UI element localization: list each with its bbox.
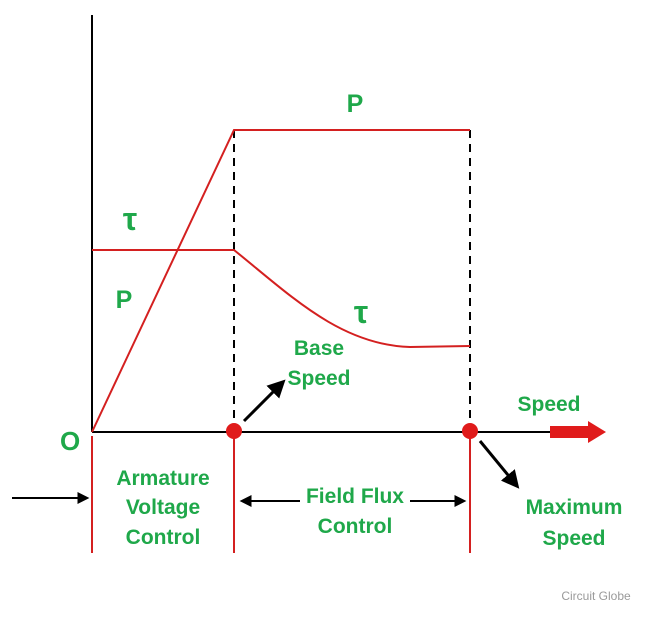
power-label-left: P: [116, 286, 133, 314]
torque-curve: [92, 249, 471, 349]
max-speed-marker: [462, 423, 478, 439]
armature-label-line2: Voltage: [126, 496, 200, 519]
field-flux-label-line2: Control: [318, 515, 393, 538]
max-speed-label-line2: Speed: [542, 527, 605, 550]
armature-label-line1: Armature: [116, 467, 209, 490]
base-speed-label-line2: Speed: [287, 367, 350, 390]
power-label-top: P: [347, 90, 364, 118]
x-axis-arrow-icon: [550, 421, 606, 443]
torque-label-right: τ: [354, 294, 368, 330]
base-speed-label-line1: Base: [294, 337, 344, 360]
base-speed-marker: [226, 423, 242, 439]
field-flux-label-line1: Field Flux: [306, 485, 404, 508]
power-curve: [91, 129, 470, 433]
max-speed-pointer-arrow: [478, 440, 520, 489]
base-speed-pointer-arrow: [242, 379, 286, 423]
field-flux-label-bg: [300, 486, 410, 516]
x-axis-label: Speed: [517, 393, 580, 416]
watermark: Circuit Globe: [561, 589, 631, 603]
max-speed-label-line1: Maximum: [526, 496, 623, 519]
torque-label-left: τ: [123, 201, 137, 237]
origin-label: O: [60, 426, 80, 456]
armature-label-line3: Control: [126, 526, 201, 549]
